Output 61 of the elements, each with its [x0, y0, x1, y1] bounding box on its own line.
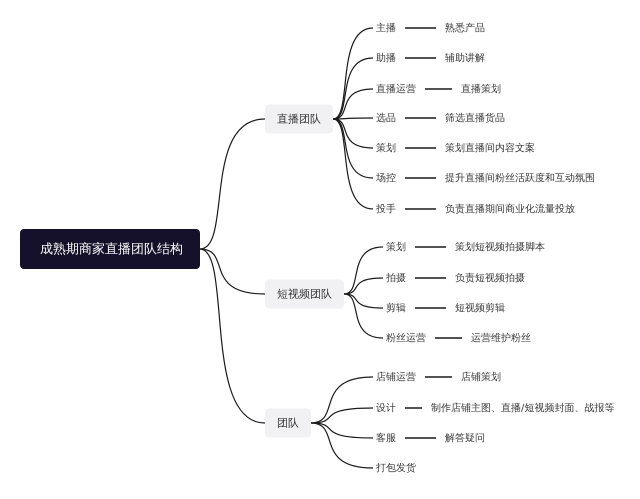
- branch-connector: [332, 27, 374, 120]
- description-label: 运营维护粉丝: [468, 329, 534, 347]
- connector-line: [405, 437, 436, 439]
- role-label: 直播运营: [373, 80, 419, 98]
- connector-line: [425, 376, 452, 378]
- connector-line: [425, 88, 452, 90]
- branch-connector: [344, 293, 384, 339]
- role-label: 场控: [373, 169, 399, 187]
- branch-topic-box: 直播团队: [265, 104, 333, 134]
- connector-line: [405, 57, 436, 59]
- connector-line: [405, 117, 436, 119]
- connector-line: [405, 208, 436, 210]
- branch-connector: [344, 246, 384, 295]
- connector-line: [435, 337, 462, 339]
- description-label: 策划直播间内容文案: [442, 139, 538, 157]
- role-label: 打包发货: [373, 459, 419, 477]
- branch-topic-box: 短视频团队: [265, 280, 344, 308]
- connector-line: [415, 307, 446, 309]
- connector-line: [405, 147, 436, 149]
- root-topic-box: 成熟期商家直播团队结构: [20, 229, 200, 269]
- branch-connector: [332, 118, 374, 210]
- role-label: 策划: [373, 139, 399, 157]
- role-label: 设计: [373, 399, 399, 417]
- branch-topic-box: 团队: [265, 408, 311, 438]
- role-label: 剪辑: [383, 299, 409, 317]
- connector-line: [415, 246, 446, 248]
- role-label: 拍摄: [383, 269, 409, 287]
- branch-connector: [200, 248, 266, 424]
- role-label: 粉丝运营: [383, 329, 429, 347]
- branch-connector: [332, 118, 374, 149]
- connector-line: [415, 277, 446, 279]
- branch-connector: [200, 118, 266, 250]
- branch-connector: [332, 57, 374, 120]
- role-label: 策划: [383, 238, 409, 256]
- role-label: 选品: [373, 109, 399, 127]
- description-label: 店铺策划: [458, 368, 504, 386]
- role-label: 助播: [373, 49, 399, 67]
- role-label: 主播: [373, 19, 399, 37]
- role-label: 店铺运营: [373, 368, 419, 386]
- branch-connector: [332, 118, 374, 179]
- connector-line: [405, 27, 436, 29]
- description-label: 负责直播期间商业化流量投放: [442, 200, 578, 218]
- description-label: 负责短视频拍摄: [452, 269, 528, 287]
- description-label: 解答疑问: [442, 429, 488, 447]
- connector-line: [405, 407, 422, 409]
- branch-connector: [344, 277, 384, 295]
- branch-connector: [200, 248, 266, 295]
- description-label: 筛选直播货品: [442, 109, 508, 127]
- connector-line: [405, 177, 436, 179]
- description-label: 直播策划: [458, 80, 504, 98]
- role-label: 客服: [373, 429, 399, 447]
- branch-connector: [310, 376, 374, 424]
- branch-connector: [310, 422, 374, 469]
- description-label: 辅助讲解: [442, 49, 488, 67]
- description-label: 提升直播间粉丝活跃度和互动氛围: [442, 169, 598, 187]
- description-label: 制作店铺主图、直播/短视频封面、战报等: [428, 399, 618, 417]
- role-label: 投手: [373, 200, 399, 218]
- description-label: 短视频剪辑: [452, 299, 508, 317]
- description-label: 策划短视频拍摄脚本: [452, 238, 548, 256]
- description-label: 熟悉产品: [442, 19, 488, 37]
- branch-connector: [332, 88, 374, 120]
